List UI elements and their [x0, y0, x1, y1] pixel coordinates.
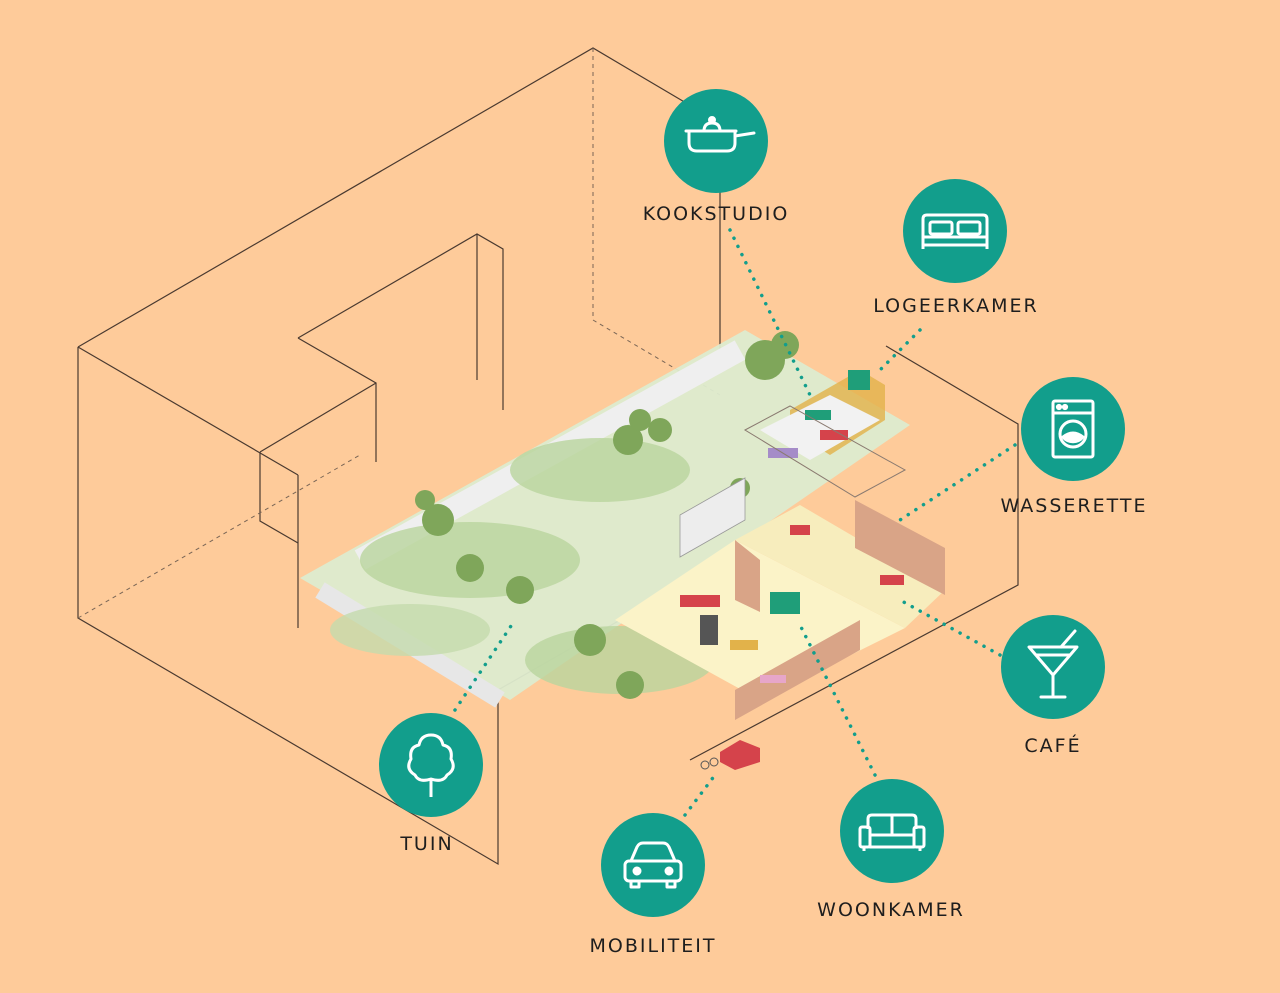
washing-machine-icon	[1051, 399, 1095, 459]
kookstudio-badge	[664, 89, 768, 193]
sofa-icon	[858, 813, 926, 851]
dotted-leader-lines	[453, 228, 1017, 817]
garden-courtyard	[300, 330, 910, 708]
tuin-label: TUIN	[400, 833, 454, 855]
building-interior	[615, 370, 945, 720]
wasserette-badge	[1021, 377, 1125, 481]
woonkamer-label: WOONKAMER	[817, 899, 965, 921]
trees	[415, 331, 799, 699]
woonkamer-badge	[840, 779, 944, 883]
kookstudio-label: KOOKSTUDIO	[642, 203, 790, 225]
car-icon	[623, 841, 683, 889]
parked-car-and-bikes	[700, 740, 760, 770]
logeerkamer-badge	[903, 179, 1007, 283]
mobiliteit-badge	[601, 813, 705, 917]
cafe-label: CAFÉ	[1024, 735, 1082, 757]
logeerkamer-label: LOGEERKAMER	[873, 295, 1039, 317]
pan-icon	[684, 116, 756, 153]
tree-icon	[407, 733, 455, 797]
cafe-badge	[1001, 615, 1105, 719]
tuin-badge	[379, 713, 483, 817]
wasserette-label: WASSERETTE	[1000, 495, 1148, 517]
bed-icon	[921, 213, 989, 249]
mobiliteit-label: MOBILITEIT	[589, 935, 717, 957]
cocktail-glass-icon	[1027, 629, 1079, 699]
